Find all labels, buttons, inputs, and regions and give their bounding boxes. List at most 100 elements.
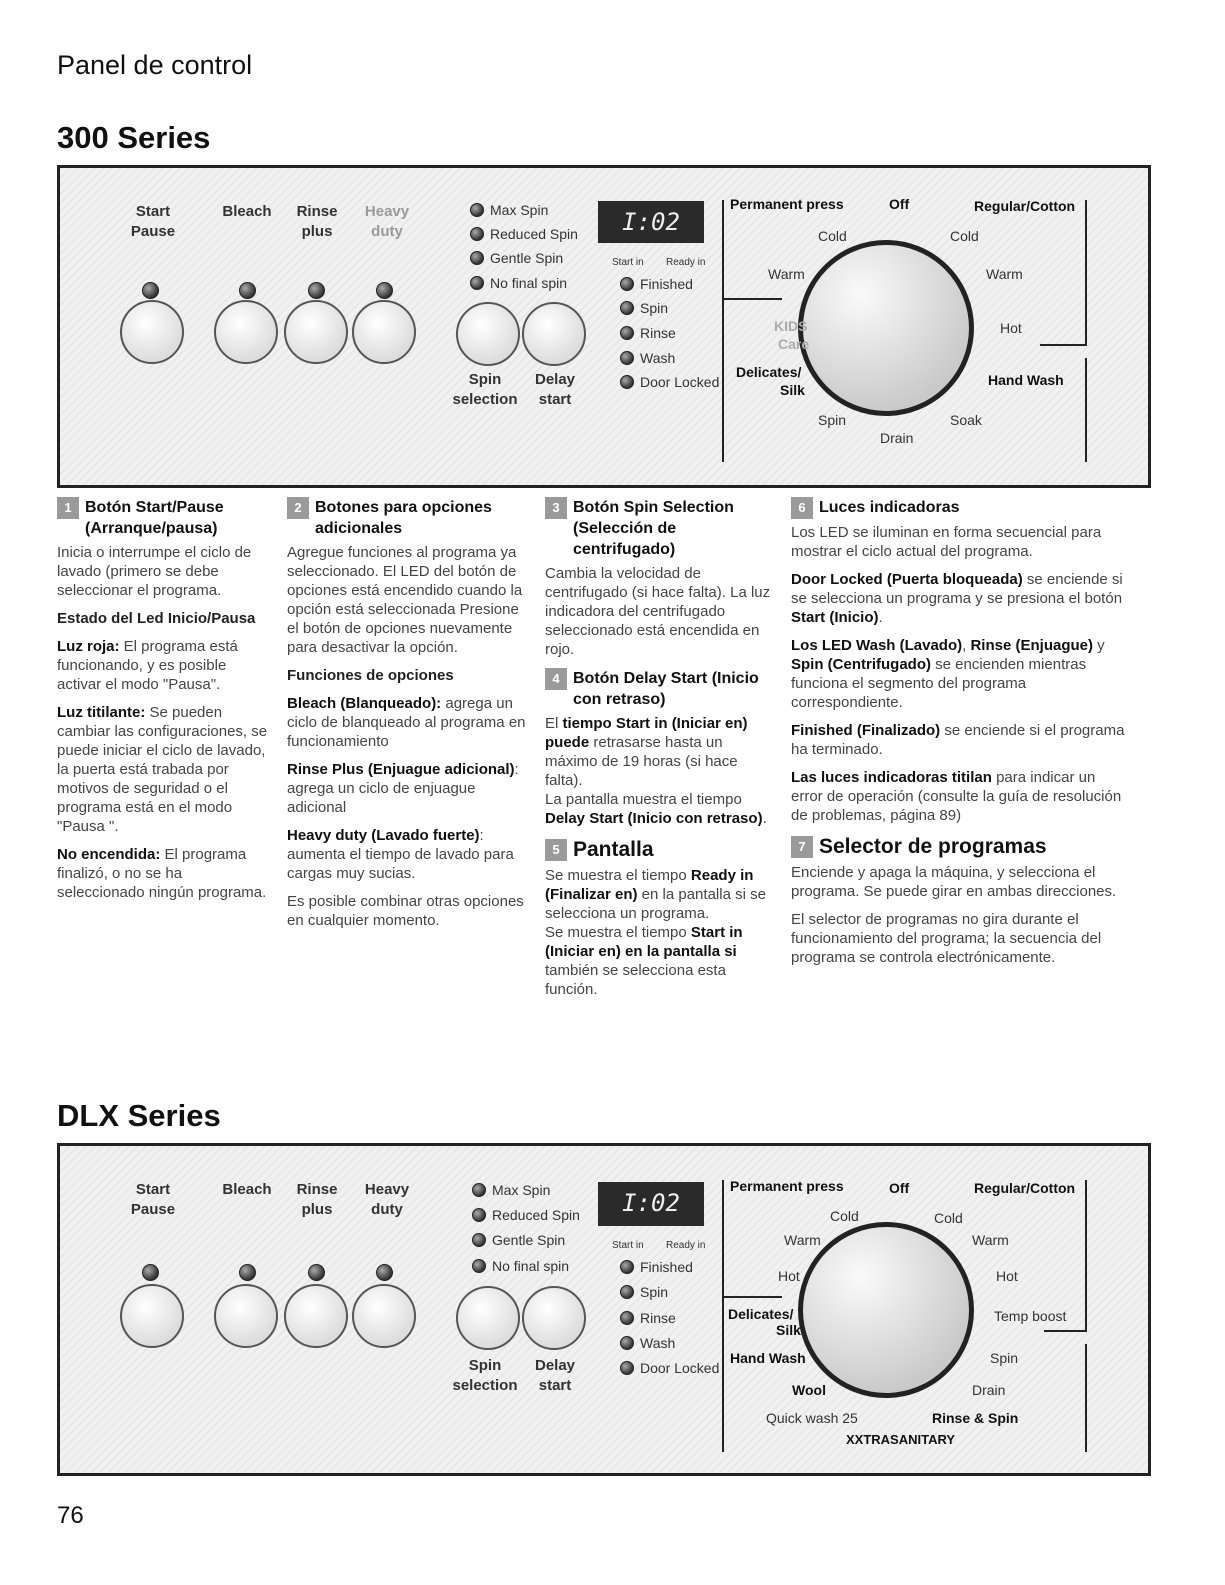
dlx-dial-frame-right-bottom	[1085, 1344, 1087, 1452]
finished-indicator: Finished	[620, 276, 693, 292]
dlx-dial-wool: Wool	[792, 1382, 826, 1398]
dlx-dial-frame-tick-left	[722, 1296, 782, 1298]
dlx-gentle-spin-led	[472, 1233, 486, 1247]
dlx-start-pause-button[interactable]	[120, 1284, 184, 1348]
spin-led	[620, 301, 634, 315]
section-7-badge: 7	[791, 835, 813, 858]
blinking-light-desc: Luz titilante: Se pueden cambiar las con…	[57, 704, 268, 835]
delay-start-button[interactable]	[522, 302, 586, 366]
dlx-delay-start-button[interactable]	[522, 1286, 586, 1350]
dlx-dial-silk: Silk	[776, 1322, 801, 1338]
selector-desc-1: Enciende y apaga la máquina, y seleccion…	[791, 864, 1117, 900]
spin-indicator: Spin	[620, 300, 668, 316]
max-spin-led	[470, 203, 484, 217]
dlx-wash-led	[620, 1336, 634, 1350]
dlx-wash-indicator: Wash	[620, 1335, 675, 1351]
dlx-dial-xxtrasanitary: XXTRASANITARY	[846, 1432, 956, 1447]
options-desc: Agregue funciones al programa ya selecci…	[287, 544, 523, 656]
selector-desc-2: El selector de programas no gira durante…	[791, 911, 1102, 966]
display-desc-2: Se muestra el tiempo Start in (Iniciar e…	[545, 924, 743, 998]
dial-frame-tick-left	[722, 298, 782, 300]
dlx-max-spin-option: Max Spin	[472, 1182, 550, 1198]
heavy-duty-desc: Heavy duty (Lavado fuerte): aumenta el t…	[287, 827, 514, 882]
spin-selection-desc: Cambia la velocidad de centrifugado (si …	[545, 565, 771, 658]
dial-hot: Hot	[1000, 320, 1022, 336]
dlx-dial-spin: Spin	[990, 1350, 1019, 1366]
red-light-desc: Luz roja: El programa está funcionando, …	[57, 638, 238, 693]
dial-silk: Silk	[780, 382, 805, 398]
dial-frame-right-bottom	[1085, 358, 1087, 462]
dlx-spin-selection-button[interactable]	[456, 1286, 520, 1350]
dlx-rinse-led	[620, 1311, 634, 1325]
page-title: Panel de control	[57, 50, 253, 80]
dlx-dial-hot-right: Hot	[996, 1268, 1018, 1284]
display-desc-1: Se muestra el tiempo Ready in (Finalizar…	[545, 867, 766, 922]
series-300-title: 300 Series	[57, 120, 211, 155]
dlx-bleach-button[interactable]	[214, 1284, 278, 1348]
dlx-dial-cold-left: Cold	[830, 1208, 859, 1224]
gentle-spin-led	[470, 251, 484, 265]
no-final-spin-led	[470, 276, 484, 290]
dial-cold-right: Cold	[950, 228, 979, 244]
dlx-dial-hot-left: Hot	[778, 1268, 800, 1284]
delay-start-desc-2: La pantalla muestra el tiempo Delay Star…	[545, 791, 767, 827]
dial-cold-left: Cold	[818, 228, 847, 244]
dlx-door-locked-indicator: Door Locked	[620, 1360, 719, 1376]
dlx-program-selector-dial[interactable]	[798, 1222, 974, 1398]
rinse-plus-button[interactable]	[284, 300, 348, 364]
start-pause-desc: Inicia o interrumpe el ciclo de lavado (…	[57, 544, 252, 599]
rinse-indicator: Rinse	[620, 325, 676, 341]
dlx-heavy-duty-button[interactable]	[352, 1284, 416, 1348]
dlx-dial-regular-cotton: Regular/Cotton	[974, 1180, 1076, 1196]
dlx-bleach-led	[239, 1264, 256, 1281]
rinse-led	[620, 326, 634, 340]
off-light-desc: No encendida: El programa finalizó, o no…	[57, 846, 267, 901]
wash-rinse-spin-desc: Los LED Wash (Lavado), Rinse (Enjuague) …	[791, 637, 1105, 711]
bleach-label: Bleach	[222, 203, 272, 220]
dlx-spin-indicator: Spin	[620, 1284, 668, 1300]
dlx-gentle-spin-option: Gentle Spin	[472, 1232, 565, 1248]
reduced-spin-led	[470, 227, 484, 241]
delay-start-desc-1: El tiempo Start in (Iniciar en) puede re…	[545, 715, 748, 789]
dlx-dial-permanent-press: Permanent press	[730, 1178, 844, 1194]
start-led	[142, 282, 159, 299]
dlx-rinse-led	[308, 1264, 325, 1281]
dlx-spin-led	[620, 1285, 634, 1299]
dlx-rinse-plus-button[interactable]	[284, 1284, 348, 1348]
section-1-badge: 1	[57, 497, 79, 519]
start-pause-button[interactable]	[120, 300, 184, 364]
heavy-duty-button[interactable]	[352, 300, 416, 364]
blinking-indicators-desc: Las luces indicadoras titilan para indic…	[791, 769, 1122, 824]
bleach-button[interactable]	[214, 300, 278, 364]
dlx-start-in-label: Start in	[612, 1240, 644, 1251]
section-3-badge: 3	[545, 497, 567, 519]
max-spin-option: Max Spin	[470, 202, 548, 218]
dlx-finished-indicator: Finished	[620, 1259, 693, 1275]
dlx-ready-in-label: Ready in	[666, 1240, 706, 1251]
dial-frame-tick-right	[1040, 344, 1087, 346]
finished-led	[620, 277, 634, 291]
dlx-reduced-spin-led	[472, 1208, 486, 1222]
spin-selection-button[interactable]	[456, 302, 520, 366]
dlx-no-final-spin-led	[472, 1259, 486, 1273]
program-selector-dial[interactable]	[798, 240, 974, 416]
bleach-desc: Bleach (Blanqueado): agrega un ciclo de …	[287, 695, 526, 750]
dial-frame-left	[722, 200, 724, 462]
option-functions-subheading: Funciones de opciones	[287, 667, 454, 684]
dlx-dial-delicates: Delicates/	[728, 1306, 794, 1322]
dlx-dial-frame-tick-right	[1044, 1330, 1087, 1332]
heavy-led	[376, 282, 393, 299]
bleach-led	[239, 282, 256, 299]
combine-desc: Es posible combinar otras opciones en cu…	[287, 893, 524, 929]
